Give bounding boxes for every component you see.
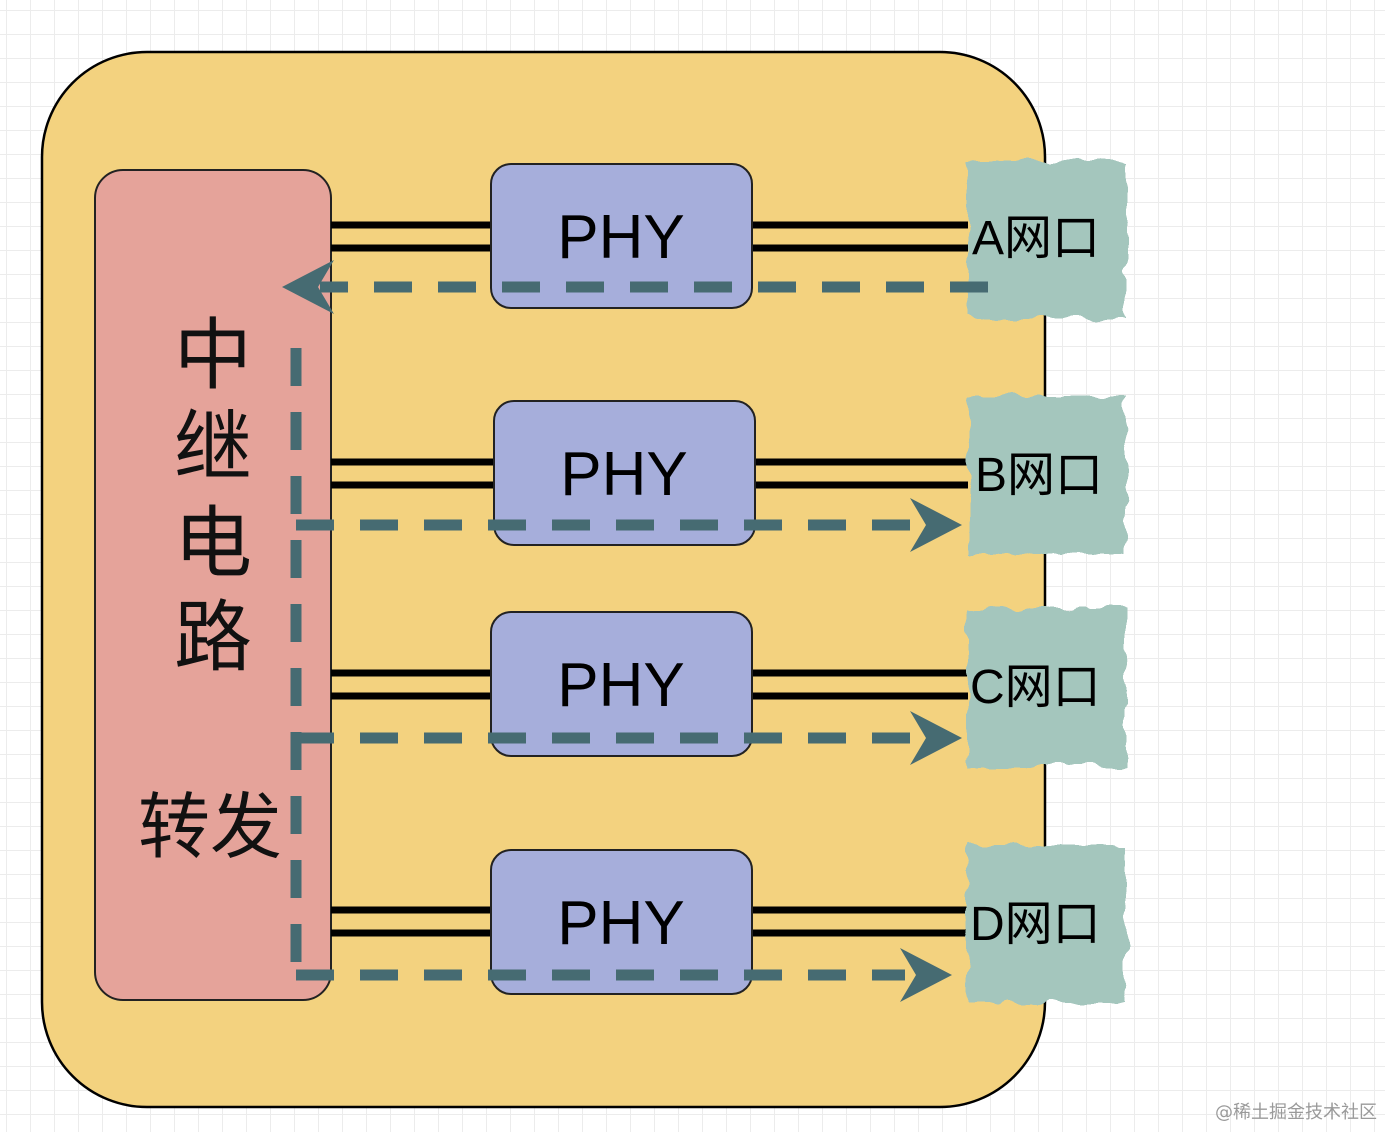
wire-row-d [331, 906, 968, 937]
port-label: D网口 [970, 898, 1101, 951]
phy-block-4: PHY [490, 849, 753, 995]
arrowhead-into-d [900, 948, 952, 1002]
phy-box [490, 849, 753, 995]
arrowheads [282, 260, 962, 1002]
wire-row-b [331, 458, 968, 489]
phy-label: PHY [560, 440, 687, 509]
relay-char-1: 中 [174, 311, 252, 401]
wire-row-a [331, 221, 968, 252]
relay-circuit-block [94, 169, 332, 1001]
phy-label: PHY [557, 889, 684, 958]
port-shape [968, 396, 1126, 554]
relay-char-4: 路 [174, 593, 252, 683]
port-a: A网口 [968, 160, 1126, 318]
port-label: C网口 [970, 661, 1101, 714]
watermark: @稀土掘金技术社区 [1215, 1102, 1377, 1123]
port-shape [968, 160, 1126, 318]
forward-label: 转发 [138, 785, 282, 869]
port-label: B网口 [975, 449, 1103, 502]
arrowhead-into-c [910, 711, 962, 765]
relay-char-3: 电 [174, 499, 252, 589]
phy-box [490, 611, 753, 757]
wires [331, 221, 968, 937]
port-label: A网口 [972, 212, 1100, 265]
phy-block-1: PHY [490, 163, 753, 309]
port-d: D网口 [968, 845, 1126, 1003]
arrowhead-into-relay [282, 260, 334, 314]
phy-block-3: PHY [490, 611, 753, 757]
arrowhead-into-b [910, 498, 962, 552]
wire-row-c [331, 669, 968, 700]
port-c: C网口 [968, 608, 1126, 766]
phy-box [490, 163, 753, 309]
relay-char-2: 继 [174, 403, 252, 493]
port-b: B网口 [968, 396, 1126, 554]
relay-title: 中 继 电 路 [174, 311, 252, 683]
flow-arrows [290, 281, 988, 981]
phy-label: PHY [557, 203, 684, 272]
phy-block-2: PHY [493, 400, 756, 546]
phy-box [493, 400, 756, 546]
phy-label: PHY [557, 651, 684, 720]
port-shape [968, 608, 1126, 766]
port-shape [968, 845, 1126, 1003]
